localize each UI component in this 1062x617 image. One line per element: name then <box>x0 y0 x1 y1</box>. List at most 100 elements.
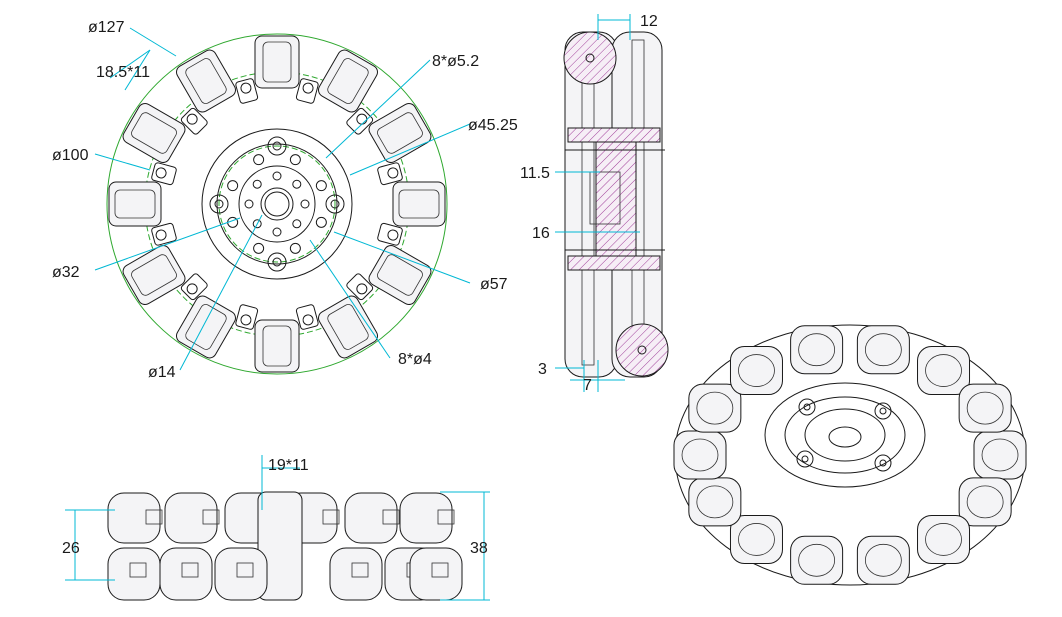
front-roller <box>122 245 186 305</box>
iso-bolt <box>796 450 814 468</box>
label-3: 3 <box>538 361 547 378</box>
center-hole <box>292 179 302 189</box>
side-section-view: 12 11.5 16 3 7 <box>520 13 669 394</box>
center-bore <box>260 187 294 221</box>
front-roller <box>368 103 432 163</box>
front-roller <box>318 295 378 359</box>
front-bracket <box>180 273 208 301</box>
front-roller <box>176 295 236 359</box>
iso-roller <box>958 477 1012 527</box>
label-d32: ø32 <box>52 264 80 281</box>
front-view: ø127 18.5*11 ø100 ø32 ø14 8*ø5.2 ø45.25 … <box>52 19 518 381</box>
front-bracket <box>377 162 403 186</box>
label-18-5x11: 18.5*11 <box>96 64 150 81</box>
front-roller <box>318 49 378 113</box>
label-d100: ø100 <box>52 147 89 164</box>
front-roller <box>176 49 236 113</box>
iso-roller <box>958 383 1012 433</box>
front-bracket <box>235 304 259 330</box>
center-hole <box>244 199 254 209</box>
top-roller <box>214 547 268 601</box>
hub-bolt <box>267 252 287 272</box>
section-roller-bottom-right <box>615 323 669 377</box>
label-16: 16 <box>532 225 550 242</box>
top-roller <box>399 492 453 544</box>
hub-bolt <box>325 194 345 214</box>
label-8x52: 8*ø5.2 <box>432 53 479 70</box>
iso-bolt <box>874 402 892 420</box>
label-12: 12 <box>640 13 658 30</box>
front-roller <box>392 181 446 227</box>
label-d57: ø57 <box>480 276 508 293</box>
top-roller <box>159 547 213 601</box>
label-7: 7 <box>583 377 592 394</box>
label-d14: ø14 <box>148 364 176 381</box>
hub-bolt-circle <box>218 145 336 263</box>
front-roller <box>368 245 432 305</box>
front-roller <box>108 181 162 227</box>
center-hole <box>292 219 302 229</box>
center-hole <box>272 171 282 181</box>
iso-roller <box>729 346 783 396</box>
top-view: 19*11 26 38 <box>62 455 490 601</box>
top-center-roller <box>257 491 303 601</box>
iso-hub <box>764 382 926 488</box>
label-26: 26 <box>62 540 80 557</box>
iso-roller <box>790 535 844 585</box>
front-bracket <box>151 162 177 186</box>
label-19x11: 19*11 <box>268 457 309 474</box>
hub-hole <box>289 242 301 254</box>
center-bore-inner <box>264 191 290 217</box>
center-hole <box>272 227 282 237</box>
hub-center-ring <box>238 165 316 243</box>
top-roller <box>164 492 218 544</box>
iso-outer <box>674 324 1026 586</box>
iso-roller <box>856 535 910 585</box>
iso-view <box>673 324 1027 586</box>
front-bracket <box>151 222 177 246</box>
hub-plate <box>201 128 353 280</box>
label-38: 38 <box>470 540 488 557</box>
top-roller <box>329 547 383 601</box>
top-roller <box>107 547 161 601</box>
top-roller <box>107 492 161 544</box>
iso-roller <box>790 325 844 375</box>
section-roller-top-left <box>563 31 617 85</box>
hub-hole <box>253 154 265 166</box>
iso-roller <box>688 383 742 433</box>
front-bracket <box>180 107 208 135</box>
front-bracket <box>346 273 374 301</box>
label-d127: ø127 <box>88 19 125 36</box>
hub-hole <box>315 216 327 228</box>
hub-hole <box>315 180 327 192</box>
iso-roller <box>917 346 971 396</box>
front-roller <box>254 35 300 89</box>
front-roller <box>122 103 186 163</box>
outer-circle <box>106 33 448 375</box>
hub-hole <box>227 180 239 192</box>
iso-roller <box>729 514 783 564</box>
iso-rollers <box>673 325 1027 585</box>
hub-bolt <box>267 136 287 156</box>
front-bracket <box>235 78 259 104</box>
center-hole <box>252 219 262 229</box>
top-roller <box>344 492 398 544</box>
hub-hole <box>253 242 265 254</box>
iso-roller <box>917 514 971 564</box>
top-roller <box>409 547 463 601</box>
front-bracket <box>295 304 319 330</box>
iso-bolts <box>796 398 892 472</box>
top-rollers <box>107 491 463 601</box>
center-hole <box>252 179 262 189</box>
label-11-5: 11.5 <box>520 165 550 182</box>
label-d45-25: ø45.25 <box>468 117 518 134</box>
iso-bolt <box>874 454 892 472</box>
roller-pitch-circle <box>144 71 410 337</box>
label-8x4: 8*ø4 <box>398 351 432 368</box>
front-bracket <box>346 107 374 135</box>
front-bracket <box>295 78 319 104</box>
hub-bolt <box>209 194 229 214</box>
hub-hole <box>289 154 301 166</box>
front-rollers <box>108 35 446 373</box>
